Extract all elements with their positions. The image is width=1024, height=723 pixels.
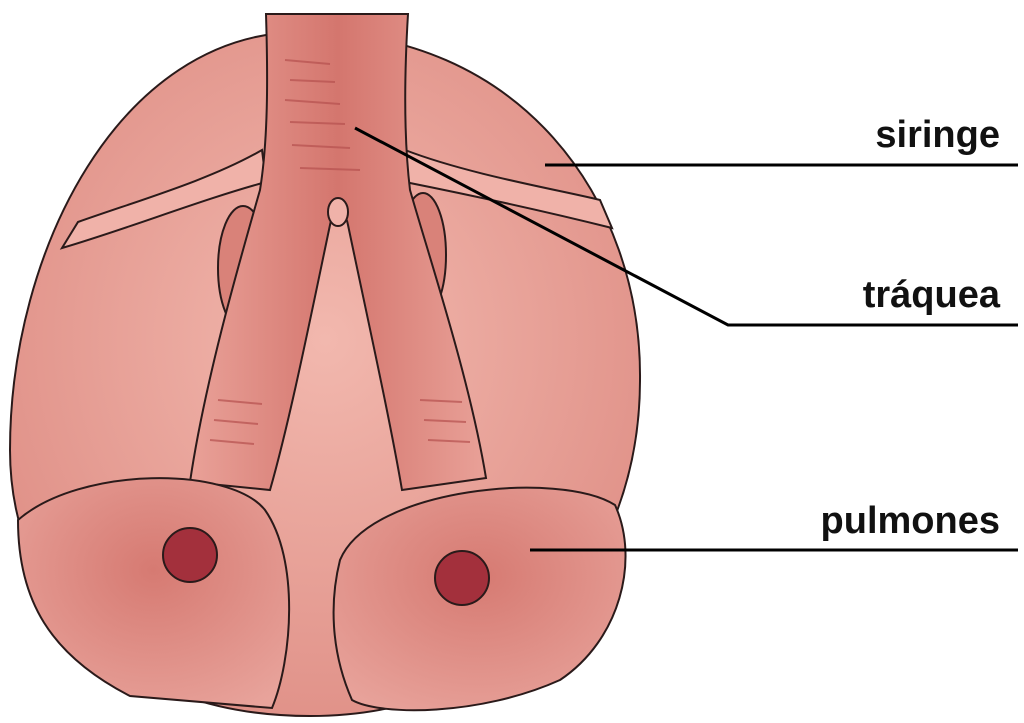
membrane-right — [404, 148, 614, 230]
lung-spot-right — [434, 550, 490, 606]
leader-line-trachea — [354, 126, 1018, 327]
trachea-rings — [209, 59, 471, 445]
syrinx-knob — [327, 197, 349, 227]
label-trachea: tráquea — [862, 274, 1000, 316]
label-syrinx: siringe — [875, 114, 1000, 156]
membrane-left — [59, 148, 268, 250]
lung-left — [16, 477, 291, 710]
lung-spot-left — [162, 527, 218, 583]
label-lungs: pulmones — [820, 500, 1000, 542]
